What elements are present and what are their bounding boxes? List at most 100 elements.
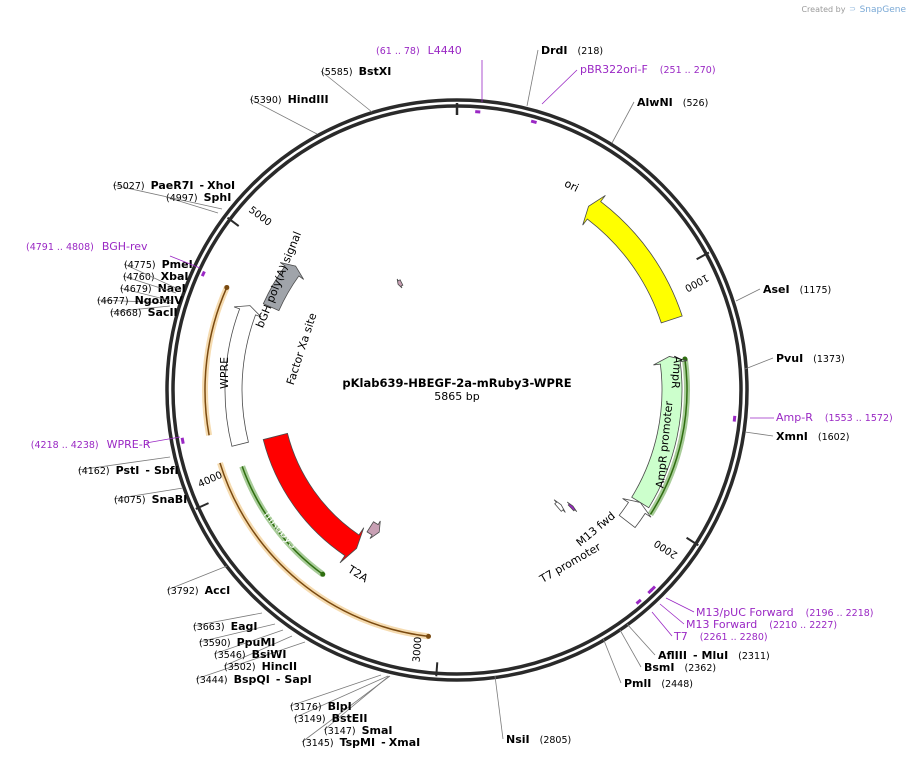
site-label: (4162)PstI-SbfI — [78, 464, 179, 477]
primer-coord: (251 .. 270) — [660, 65, 716, 76]
feature-arrow — [566, 501, 578, 513]
site-name: PaeR7I — [151, 179, 194, 192]
site-leader-line — [192, 612, 263, 627]
scale-tick-label: 3000 — [412, 636, 425, 662]
site-name: AccI — [205, 584, 231, 597]
primer-label: pBR322ori-F (251 .. 270) — [580, 63, 716, 76]
site-leader-line — [213, 629, 284, 655]
primer-coord: (1553 .. 1572) — [825, 413, 893, 424]
site-name: BlpI — [328, 700, 352, 713]
site-label: NsiI (2805) — [506, 733, 571, 746]
site-name: XbaI — [161, 270, 189, 283]
site-leader-line — [109, 305, 171, 313]
site-coord: (2805) — [540, 735, 572, 746]
primer-coord: (2261 .. 2280) — [700, 632, 768, 643]
primer-label: (61 .. 78) L4440 — [376, 44, 462, 57]
site-label: (3663) EagI — [193, 620, 258, 633]
site-coord: (3663) — [193, 622, 225, 633]
primer-leader-line — [541, 69, 578, 105]
site-name: PvuI — [776, 352, 803, 365]
feature-label: T2A — [345, 562, 371, 585]
primer-label: M13 Forward(2210 .. 2227) — [686, 618, 837, 631]
site-label: PvuI(1373) — [776, 352, 845, 365]
site-label: (3502)HincII — [224, 660, 297, 673]
site-coord: (3147) — [324, 726, 356, 737]
site-coord: (5390) — [250, 95, 282, 106]
scale-tick — [226, 216, 240, 227]
site-coord: (3502) — [224, 662, 256, 673]
site-coord: (2362) — [685, 663, 717, 674]
feature-label: mRuby3 — [261, 508, 300, 551]
primer-coord: (61 .. 78) — [376, 46, 420, 57]
plasmid-size: 5865 bp — [434, 390, 479, 403]
feature-arrow — [224, 305, 262, 447]
site-coord: (4679) — [120, 284, 152, 295]
site-name: PmlI — [624, 677, 651, 690]
site-leader-line — [602, 637, 622, 684]
site-leader-line — [293, 675, 389, 719]
orf-line — [219, 462, 429, 638]
site-leader-line — [77, 456, 171, 471]
site-name: XmnI — [776, 430, 808, 443]
site-name: NaeI — [158, 282, 186, 295]
site-name: SphI — [204, 191, 232, 204]
orf-layer — [202, 284, 690, 640]
site-name: EagI — [231, 620, 258, 633]
site-name: SacII — [148, 306, 178, 319]
site-leader-line — [735, 288, 761, 302]
primer-leader-line — [145, 436, 181, 444]
feature-arrow — [396, 278, 404, 289]
site-coord: (4997) — [166, 193, 198, 204]
feature-arrow — [262, 432, 365, 564]
site-coord: (3792) — [167, 586, 199, 597]
primer-label: Amp-R (1553 .. 1572) — [776, 411, 893, 424]
primer-marker — [180, 437, 185, 444]
site-label: (3590)PpuMI — [199, 636, 275, 649]
site-name: TspMI — [340, 736, 376, 749]
credit-brand: SnapGene — [859, 5, 906, 15]
site-leader-line — [249, 98, 318, 135]
site-label: XmnI(1602) — [776, 430, 849, 443]
primer-marker — [732, 415, 737, 422]
site-name-sep: - — [693, 649, 698, 662]
site-leader-line — [123, 263, 179, 290]
site-coord: (4760) — [123, 272, 155, 283]
site-name: AflIII — [658, 649, 687, 662]
site-leader-line — [122, 275, 177, 294]
scale-tick-label: 5000 — [246, 205, 273, 229]
feature-arrow — [618, 498, 652, 529]
site-name: BstEII — [332, 712, 368, 725]
site-name2: XhoI — [207, 179, 235, 192]
primer-leader-line — [169, 255, 201, 269]
site-leader-line — [198, 623, 276, 643]
primer-name: L4440 — [428, 44, 462, 57]
site-leader-line — [626, 623, 656, 656]
primer-name: Amp-R — [776, 411, 813, 424]
site-label: AseI(1175) — [763, 283, 831, 296]
primer-name: pBR322ori-F — [580, 63, 648, 76]
primer-name: T7 — [673, 630, 688, 643]
primer-coord: (4791 .. 4808) — [26, 242, 94, 253]
scale-tick-label: 2000 — [652, 537, 679, 560]
feature-arrow — [366, 520, 381, 539]
site-coord: (2448) — [661, 679, 693, 690]
site-label: (3546)BsiWI — [214, 648, 287, 661]
site-label: (4668)SacII — [110, 306, 178, 319]
primer-label: (4218 .. 4238)WPRE-R — [31, 438, 151, 451]
site-leader-line — [112, 184, 223, 210]
site-name: PmeI — [162, 258, 193, 271]
orf-arrow — [320, 571, 326, 577]
primer-coord: (4218 .. 4238) — [31, 440, 99, 451]
site-name: HindIII — [288, 93, 329, 106]
primer-leader-line — [659, 603, 685, 625]
site-name: BsmI — [644, 661, 675, 674]
site-coord: (3444) — [196, 675, 228, 686]
site-name: NsiI — [506, 733, 530, 746]
site-label: (4075)SnaBI — [114, 493, 187, 506]
site-label: (4679) NaeI — [120, 282, 186, 295]
site-name: BspQI — [234, 673, 270, 686]
snapgene-logo-icon: ⸧ — [848, 5, 858, 15]
site-name-sep: - — [381, 736, 385, 749]
credit-prefix: Created by — [801, 5, 846, 14]
